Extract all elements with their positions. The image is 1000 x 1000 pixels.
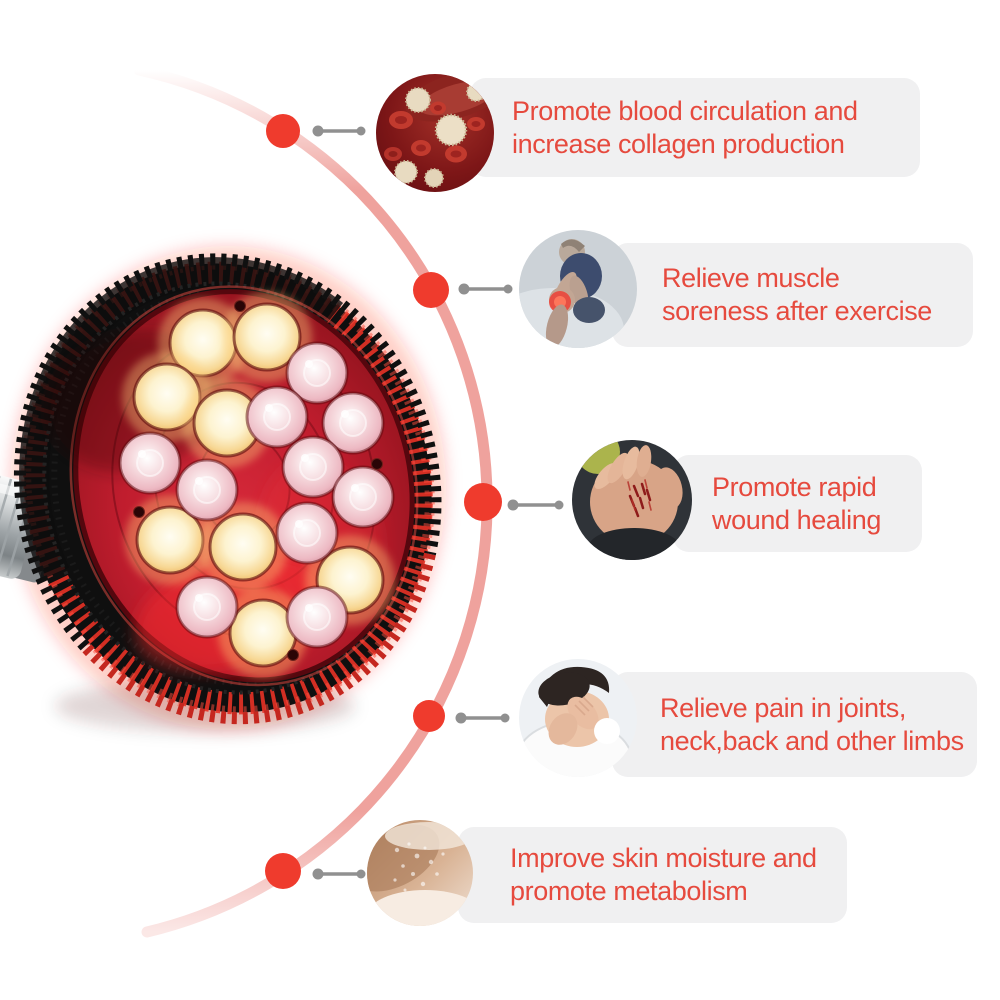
- blood-cells-photo: [376, 74, 494, 192]
- led-pink: [285, 585, 349, 649]
- led-pink: [321, 391, 385, 455]
- benefit-text-line1: Improve skin moisture and: [510, 843, 817, 873]
- led-warm: [198, 502, 288, 592]
- wound-healing-photo: [572, 440, 692, 560]
- benefit-box: Promote blood circulation and increase c…: [470, 78, 920, 177]
- benefit-box: Promote rapid wound healing: [673, 455, 922, 552]
- muscle-soreness-photo: [519, 230, 637, 348]
- therapy-lamp: [13, 253, 442, 725]
- connector-4: [455, 712, 510, 724]
- led-warm: [182, 378, 272, 468]
- blood-cells-illustration: [376, 74, 494, 192]
- led-pink: [175, 575, 239, 639]
- benefit-text-line1: Promote rapid: [712, 471, 877, 502]
- led-pink: [175, 458, 239, 522]
- arc-dot-4: [413, 700, 445, 732]
- neck-pain-illustration: [519, 659, 637, 777]
- connector-1: [312, 125, 366, 137]
- benefit-text-line2: soreness after exercise: [662, 296, 932, 326]
- led-pink: [331, 465, 395, 529]
- neck-pain-photo: [519, 659, 637, 777]
- connector-5: [312, 868, 366, 880]
- arc-dot-1: [266, 114, 300, 148]
- connectors: [312, 125, 564, 880]
- led-pink: [285, 341, 349, 405]
- led-pink: [118, 431, 182, 495]
- skin-moisture-photo: [367, 820, 473, 926]
- benefit-text-line2: increase collagen production: [512, 128, 845, 159]
- led-pink: [275, 501, 339, 565]
- arc-dot-5: [265, 853, 301, 889]
- connector-2: [458, 283, 513, 295]
- benefit-box: Improve skin moisture and promote metabo…: [458, 827, 847, 923]
- led-array: [118, 292, 395, 678]
- wound-healing-illustration: [572, 440, 692, 560]
- arc-dots: [265, 114, 502, 889]
- benefit-box: Relieve muscle soreness after exercise: [612, 243, 973, 347]
- benefit-text-line2: wound healing: [712, 504, 881, 535]
- skin-moisture-illustration: [367, 820, 473, 926]
- benefit-text-line2: promote metabolism: [510, 876, 748, 906]
- benefit-box: Relieve pain in joints, neck,back and ot…: [612, 672, 977, 777]
- led-pink: [245, 385, 309, 449]
- arc-dot-3: [464, 483, 502, 521]
- face-screws: [133, 300, 383, 661]
- benefit-text-line1: Relieve pain in joints,: [660, 692, 906, 723]
- led-warm: [218, 588, 308, 678]
- arc-dot-2: [413, 272, 449, 308]
- muscle-soreness-illustration: [519, 230, 637, 348]
- benefit-text-line1: Promote blood circulation and: [512, 95, 858, 126]
- connector-3: [507, 499, 564, 511]
- benefit-text-line1: Relieve muscle: [662, 263, 840, 293]
- benefit-text-line2: neck,back and other limbs: [660, 725, 964, 756]
- led-pink: [281, 435, 345, 499]
